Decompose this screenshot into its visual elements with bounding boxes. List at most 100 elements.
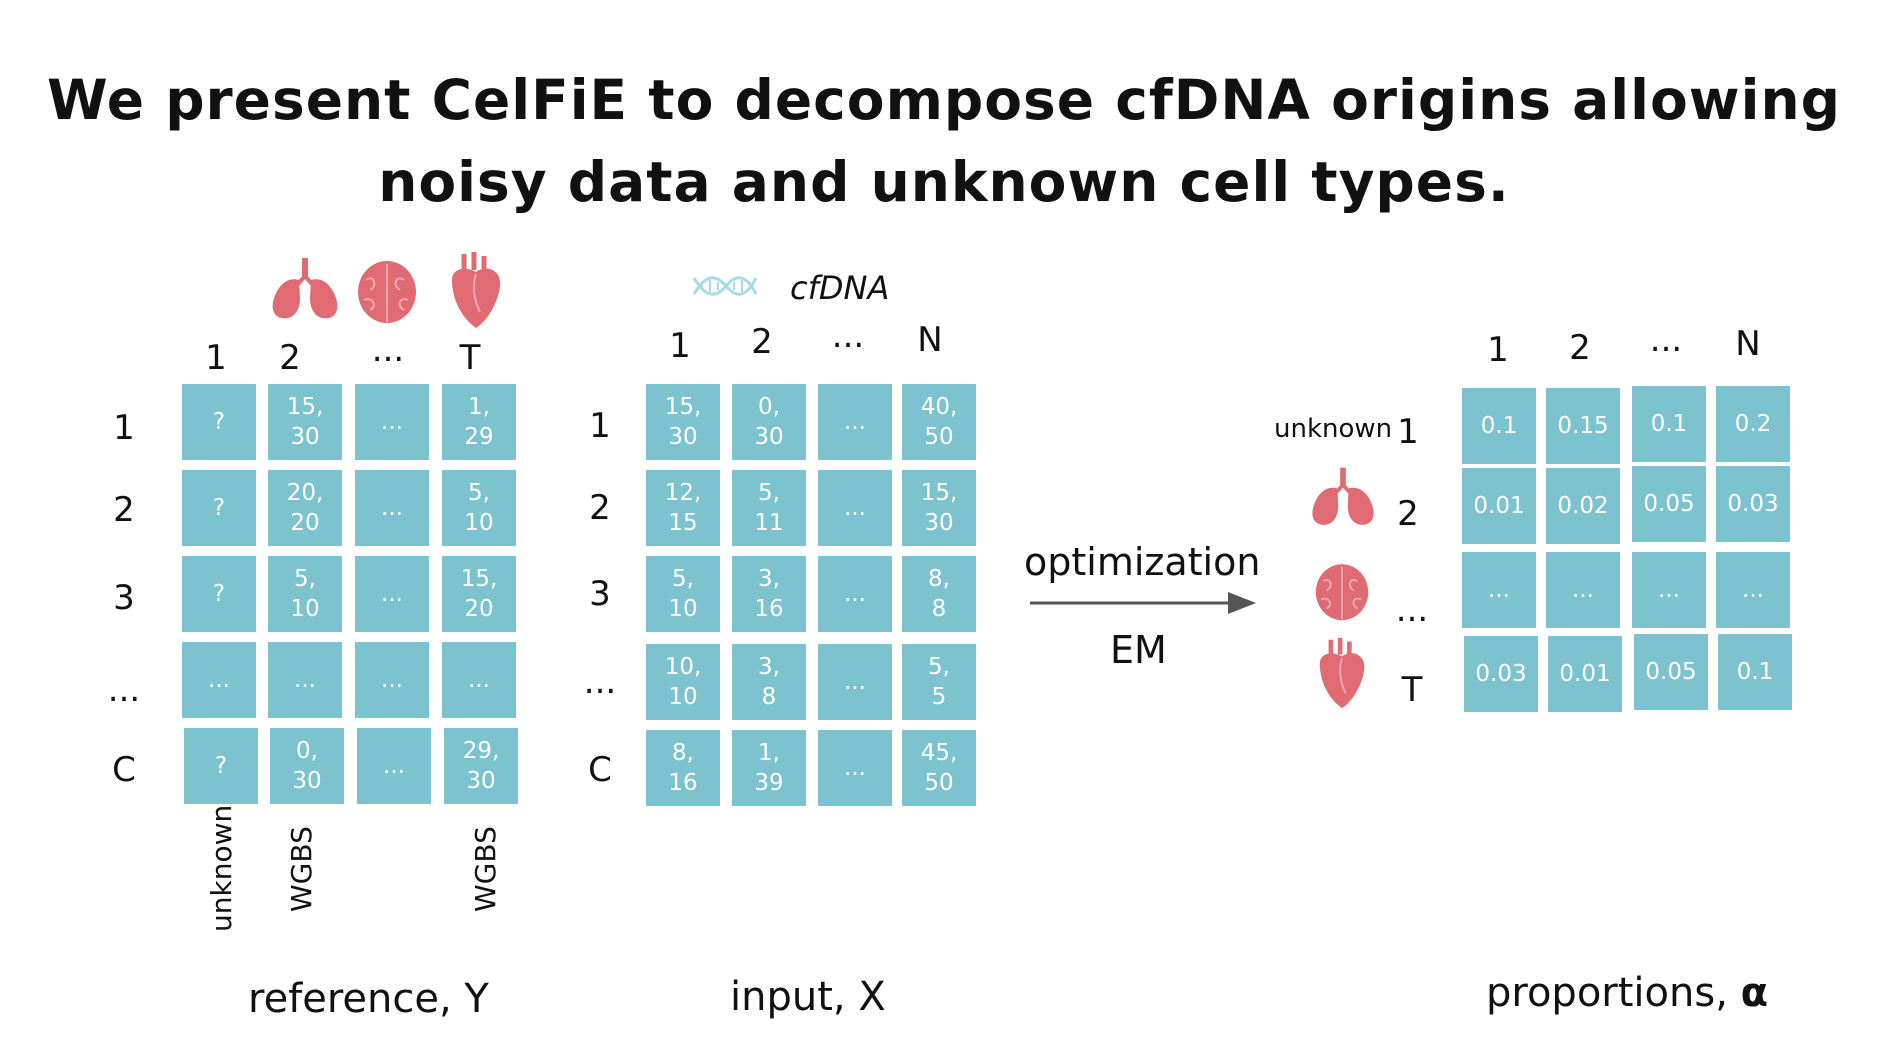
ref-cell: ...: [355, 642, 429, 718]
input-row-header: 3: [589, 574, 611, 614]
input-cell: ...: [818, 730, 892, 806]
prop-cell: 0.2: [1716, 386, 1790, 462]
prop-col-header: 1: [1487, 330, 1509, 370]
ref-cell: 0, 30: [270, 728, 344, 804]
ref-col-header: 1: [205, 338, 227, 378]
brain-icon: [1315, 564, 1369, 621]
input-row-header: 1: [589, 406, 611, 446]
prop-cell: 0.03: [1716, 466, 1790, 542]
input-cell: 15, 30: [646, 384, 720, 460]
prop-cell: 0.05: [1632, 466, 1706, 542]
proportions-caption: proportions, α: [1486, 970, 1768, 1016]
input-cell: 10, 10: [646, 644, 720, 720]
prop-cell: 0.03: [1464, 636, 1538, 712]
brain-icon: [358, 261, 416, 323]
ref-col-label-wgbs: WGBS: [469, 826, 502, 912]
prop-row-header: 2: [1397, 494, 1419, 534]
prop-cell: 0.1: [1462, 388, 1536, 464]
cfdna-label: cfDNA: [790, 269, 890, 307]
ref-col-header: 2: [279, 338, 301, 378]
input-caption: input, X: [730, 974, 886, 1020]
input-row-header: 2: [589, 488, 611, 528]
input-cell: 12, 15: [646, 470, 720, 546]
ref-col-header: T: [459, 338, 481, 378]
input-cell: 5, 10: [646, 556, 720, 632]
input-cell: 8, 8: [902, 556, 976, 632]
title-line-1: We present CelFiE to decompose cfDNA ori…: [47, 68, 1841, 132]
ref-row-header: C: [112, 750, 136, 790]
input-col-header: N: [917, 320, 943, 360]
ref-cell: 20, 20: [268, 470, 342, 546]
proportions-caption-text: proportions,: [1486, 970, 1728, 1016]
prop-cell: ...: [1546, 552, 1620, 628]
heart-icon: [452, 252, 501, 328]
input-cell: 3, 16: [732, 556, 806, 632]
prop-cell: 0.1: [1718, 634, 1792, 710]
input-cell: 15, 30: [902, 470, 976, 546]
ref-cell: ...: [355, 384, 429, 460]
optimization-label: optimization: [1024, 540, 1261, 584]
prop-cell: 0.05: [1634, 634, 1708, 710]
prop-cell: ...: [1462, 552, 1536, 628]
ref-cell: ...: [355, 556, 429, 632]
ref-cell: ...: [442, 642, 516, 718]
prop-cell: ...: [1716, 552, 1790, 628]
ref-cell: 5, 10: [442, 470, 516, 546]
ref-row-header: 1: [113, 408, 135, 448]
ref-row-header: ...: [107, 670, 141, 710]
prop-row-header: T: [1401, 670, 1423, 710]
title-line-2: noisy data and unknown cell types.: [378, 150, 1510, 214]
input-cell: 8, 16: [646, 730, 720, 806]
reference-caption: reference, Y: [248, 976, 489, 1022]
prop-cell: 0.01: [1548, 636, 1622, 712]
prop-col-header: N: [1735, 324, 1761, 364]
alpha-symbol: α: [1740, 970, 1769, 1016]
ref-cell: 1, 29: [442, 384, 516, 460]
prop-cell: 0.15: [1546, 388, 1620, 464]
ref-cell: 15, 20: [442, 556, 516, 632]
ref-col-label-wgbs: WGBS: [285, 826, 318, 912]
prop-cell: 0.01: [1462, 468, 1536, 544]
ref-row-header: 2: [113, 490, 135, 530]
lungs-icon: [272, 258, 338, 319]
input-cell: ...: [818, 384, 892, 460]
prop-cell: 0.02: [1546, 468, 1620, 544]
heart-icon: [1319, 637, 1365, 709]
ref-cell: ?: [182, 556, 256, 632]
prop-row-header: ...: [1395, 590, 1429, 630]
input-cell: ...: [818, 644, 892, 720]
ref-cell: 5, 10: [268, 556, 342, 632]
ref-cell: 29, 30: [444, 728, 518, 804]
input-cell: ...: [818, 556, 892, 632]
prop-col-header: ...: [1649, 320, 1683, 360]
ref-cell: ?: [182, 470, 256, 546]
prop-row-header: 1: [1397, 412, 1419, 452]
lungs-icon: [1312, 467, 1374, 525]
ref-col-label-unknown: unknown: [205, 804, 238, 932]
arrow-right-icon: [1030, 592, 1256, 614]
ref-cell: ?: [182, 384, 256, 460]
input-row-header: ...: [583, 662, 617, 702]
input-cell: 40, 50: [902, 384, 976, 460]
unknown-row-label: unknown: [1274, 414, 1393, 444]
ref-cell: ...: [357, 728, 431, 804]
input-row-header: C: [588, 750, 612, 790]
prop-cell: ...: [1632, 552, 1706, 628]
input-col-header: 1: [669, 326, 691, 366]
input-cell: 45, 50: [902, 730, 976, 806]
input-cell: ...: [818, 470, 892, 546]
ref-col-header: ...: [371, 330, 405, 370]
ref-cell: 15, 30: [268, 384, 342, 460]
ref-cell: ...: [268, 642, 342, 718]
ref-cell: ...: [355, 470, 429, 546]
input-col-header: ...: [831, 316, 865, 356]
prop-cell: 0.1: [1632, 386, 1706, 462]
input-cell: 0, 30: [732, 384, 806, 460]
ref-row-header: 3: [113, 578, 135, 618]
input-cell: 5, 5: [902, 644, 976, 720]
input-cell: 1, 39: [732, 730, 806, 806]
ref-cell: ...: [182, 642, 256, 718]
input-col-header: 2: [751, 322, 773, 362]
input-cell: 3, 8: [732, 644, 806, 720]
em-label: EM: [1110, 628, 1167, 672]
